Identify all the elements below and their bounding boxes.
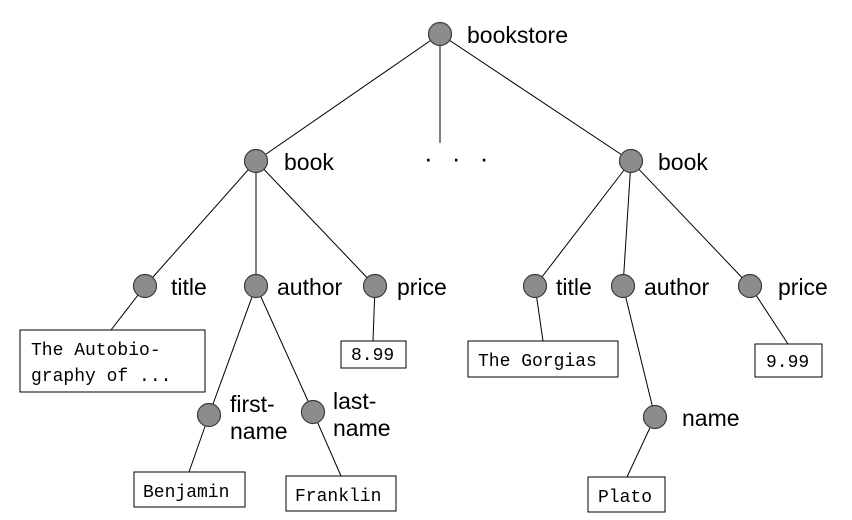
label-book2: book <box>658 149 708 175</box>
label-title2: title <box>556 274 592 300</box>
edge-author1-firstname <box>208 285 257 416</box>
edge-book2-title2 <box>534 160 632 287</box>
label-name: name <box>682 405 740 431</box>
edge-author2-name <box>622 285 656 418</box>
label-bookstore: bookstore <box>467 22 568 48</box>
value-box-name <box>587 476 666 513</box>
node-book1 <box>243 148 269 174</box>
value-box-price2 <box>754 343 823 378</box>
value-box-lastname <box>285 475 397 512</box>
value-box-title1 <box>19 329 206 393</box>
label-lastname-line2: name <box>333 415 391 441</box>
value-title1-line1: The Autobio- <box>31 341 161 361</box>
node-lastname <box>300 399 326 425</box>
label-author1: author <box>277 274 343 300</box>
value-boxes: The Autobio- graphy of ... 8.99 Benjamin… <box>19 329 823 513</box>
node-title2 <box>522 273 548 299</box>
node-name <box>642 404 668 430</box>
edge-book1-price1 <box>255 160 376 287</box>
label-price1: price <box>397 274 447 300</box>
value-box-price1 <box>340 340 407 369</box>
value-box-firstname <box>133 471 246 508</box>
edge-book2-author2 <box>622 160 632 287</box>
value-name: Plato <box>598 488 652 508</box>
label-firstname-line2: name <box>230 418 288 444</box>
node-price1 <box>362 273 388 299</box>
label-author2: author <box>644 274 710 300</box>
tree-nodes <box>132 21 763 430</box>
node-labels: bookstore book book · · · title author p… <box>171 22 828 444</box>
value-firstname: Benjamin <box>143 483 229 503</box>
edge-bookstore-book2 <box>439 33 632 162</box>
value-price1: 8.99 <box>351 346 394 366</box>
label-price2: price <box>778 274 828 300</box>
value-price2: 9.99 <box>766 353 809 373</box>
label-title1: title <box>171 274 207 300</box>
value-box-title2 <box>467 340 619 378</box>
label-firstname-line1: first- <box>230 391 275 417</box>
value-title1-line2: graphy of ... <box>31 367 171 387</box>
edge-bookstore-book1 <box>255 33 441 162</box>
value-lastname: Franklin <box>295 487 381 507</box>
node-title1 <box>132 273 158 299</box>
node-author1 <box>243 273 269 299</box>
label-lastname-line1: last- <box>333 388 376 414</box>
edge-author1-lastname <box>255 285 314 413</box>
node-book2 <box>618 148 644 174</box>
value-title2: The Gorgias <box>478 352 597 372</box>
ellipsis-siblings: · · · <box>424 143 494 173</box>
edge-book2-price2 <box>630 160 751 287</box>
node-bookstore <box>427 21 453 47</box>
edge-book1-title1 <box>144 160 257 287</box>
node-author2 <box>610 273 636 299</box>
node-firstname <box>196 402 222 428</box>
label-book1: book <box>284 149 334 175</box>
node-price2 <box>737 273 763 299</box>
